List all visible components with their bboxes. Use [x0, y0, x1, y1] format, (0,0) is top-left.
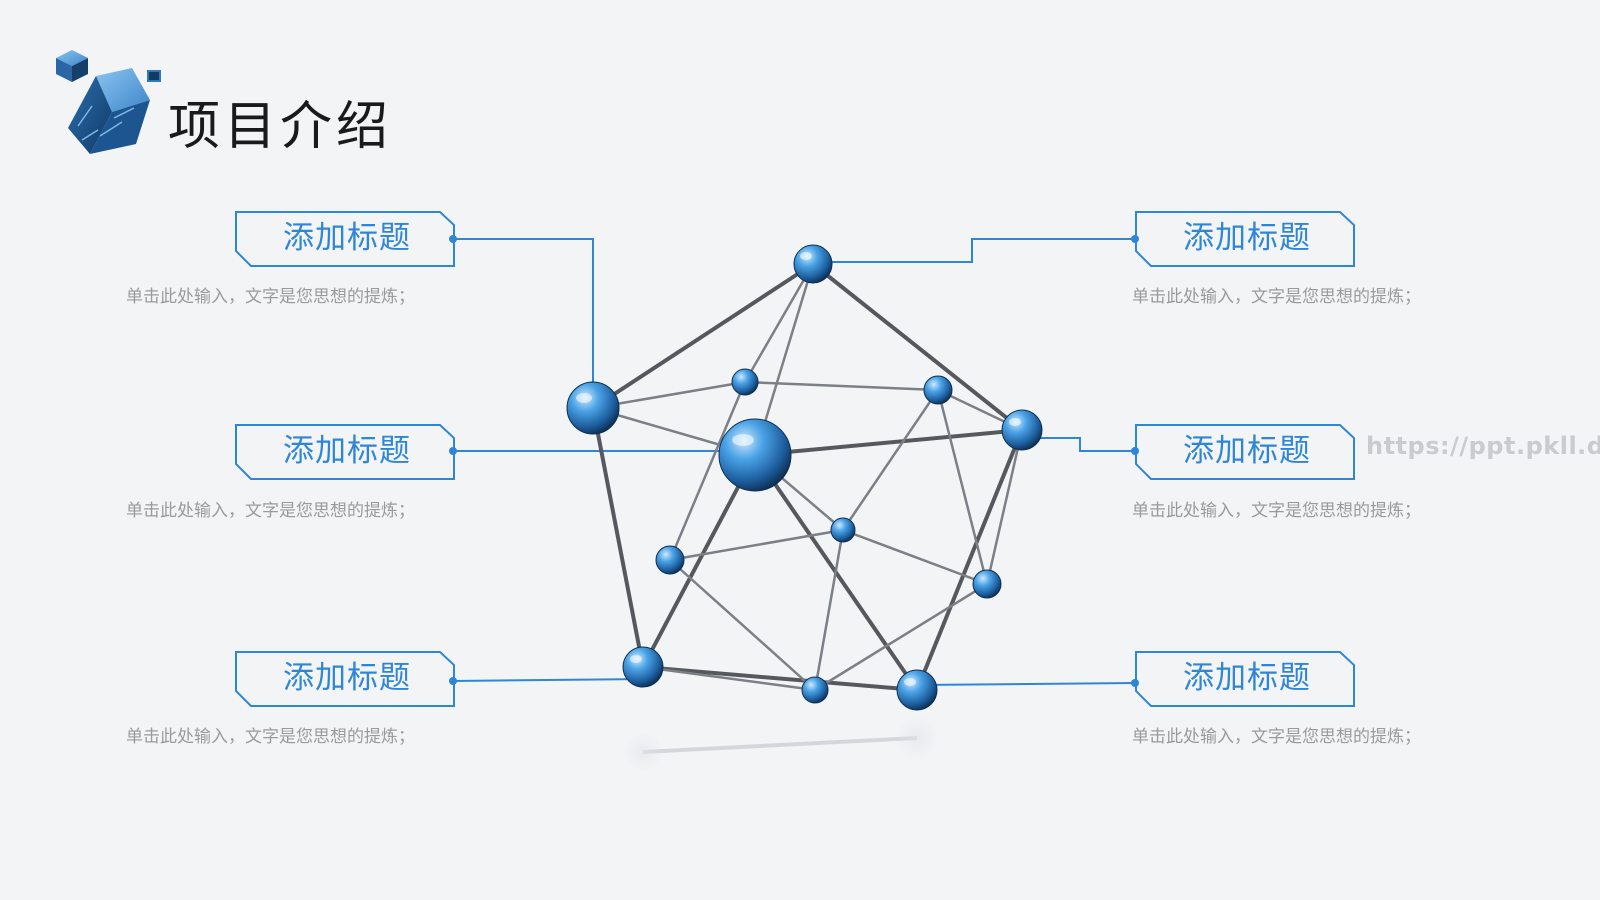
- callout-desc: 单击此处输入，文字是您思想的提炼；: [126, 501, 415, 521]
- callout-right-1[interactable]: 添加标题: [1135, 211, 1359, 273]
- callout-left-2[interactable]: 添加标题: [235, 424, 459, 486]
- callout-title: 添加标题: [1183, 660, 1311, 696]
- cube-logo-icon: [56, 50, 161, 154]
- callout-title: 添加标题: [283, 433, 411, 469]
- callout-left-1[interactable]: 添加标题: [235, 211, 459, 273]
- callout-title: 添加标题: [283, 220, 411, 256]
- callout-desc: 单击此处输入，文字是您思想的提炼；: [126, 287, 415, 307]
- callout-title: 添加标题: [283, 660, 411, 696]
- callout-desc: 单击此处输入，文字是您思想的提炼；: [1132, 727, 1421, 747]
- watermark: https://ppt.pkll.de: [1366, 432, 1600, 460]
- callout-desc: 单击此处输入，文字是您思想的提炼；: [1132, 287, 1421, 307]
- callout-right-2[interactable]: 添加标题: [1135, 424, 1359, 486]
- callout-left-3[interactable]: 添加标题: [235, 651, 459, 713]
- callout-right-3[interactable]: 添加标题: [1135, 651, 1359, 713]
- callout-desc: 单击此处输入，文字是您思想的提炼；: [126, 727, 415, 747]
- callout-title: 添加标题: [1183, 433, 1311, 469]
- callout-desc: 单击此处输入，文字是您思想的提炼；: [1132, 501, 1421, 521]
- callout-title: 添加标题: [1183, 220, 1311, 256]
- page-title: 项目介绍: [168, 97, 393, 157]
